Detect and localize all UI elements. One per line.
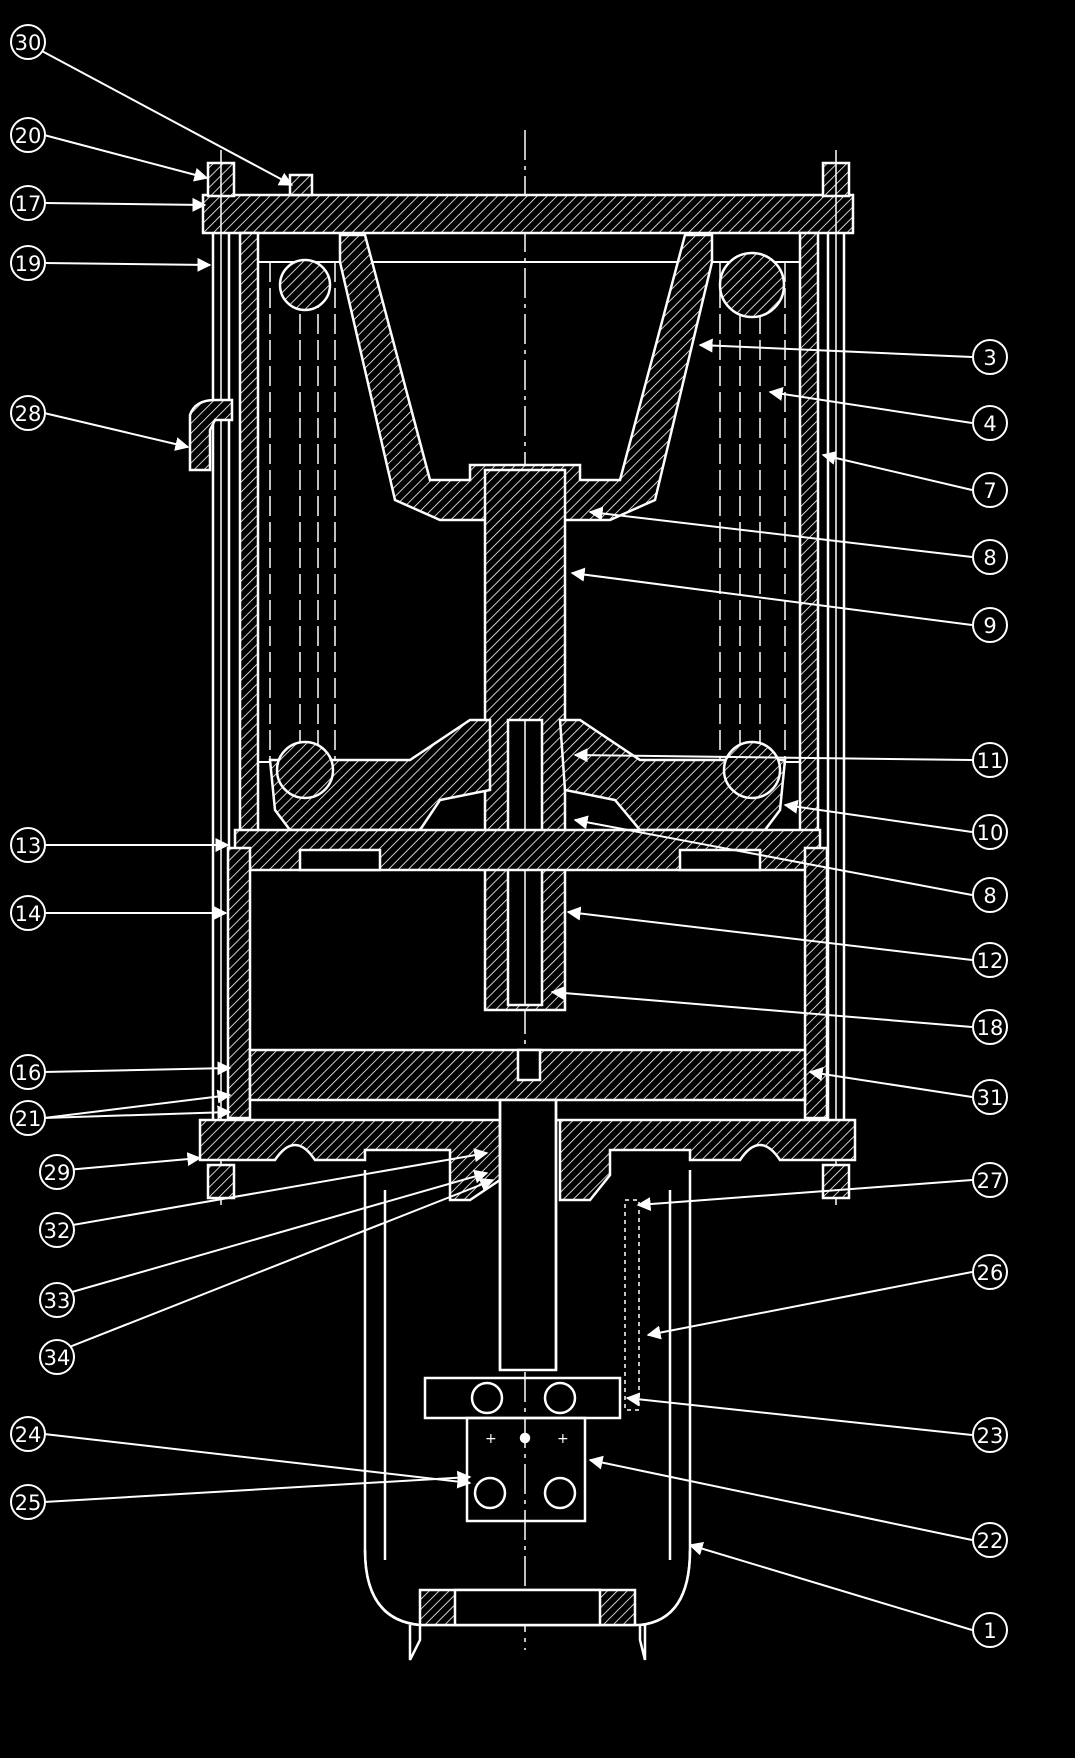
upper-spring-coil-left (278, 258, 332, 312)
callouts-left: 30 20 17 19 28 13 14 16 21 29 32 33 34 2… (10, 24, 75, 1520)
svg-text:21: 21 (15, 1107, 42, 1131)
lower-cylinder-wall-right (803, 846, 829, 1120)
callout-23: 23 (972, 1417, 1008, 1453)
breather-elbow (188, 398, 234, 472)
spring-cone-housing (338, 233, 714, 522)
callout-30: 30 (10, 24, 46, 60)
svg-text:23: 23 (977, 1424, 1004, 1448)
svg-text:34: 34 (44, 1346, 71, 1370)
callout-29: 29 (39, 1154, 75, 1190)
svg-text:12: 12 (977, 949, 1004, 973)
svg-text:7: 7 (983, 479, 996, 503)
callout-31: 31 (972, 1079, 1008, 1115)
svg-text:20: 20 (15, 124, 42, 148)
svg-text:24: 24 (15, 1423, 42, 1447)
callout-34: 34 (39, 1339, 75, 1375)
callout-16: 16 (10, 1054, 46, 1090)
svg-text:1: 1 (983, 1619, 996, 1643)
svg-text:29: 29 (44, 1161, 71, 1185)
svg-text:26: 26 (977, 1261, 1004, 1285)
actuator-stem (498, 1098, 558, 1372)
upper-spring-coil-right (718, 251, 786, 319)
stroke-indicator-scale (624, 1199, 640, 1411)
svg-text:19: 19 (15, 252, 42, 276)
callout-22: 22 (972, 1522, 1008, 1558)
callout-1: 1 (972, 1612, 1008, 1648)
callout-11: 11 (972, 742, 1008, 778)
lower-spring-coil-right (722, 740, 782, 800)
svg-text:3: 3 (983, 346, 996, 370)
svg-text:25: 25 (15, 1491, 42, 1515)
callout-27: 27 (972, 1162, 1008, 1198)
piston-right (558, 718, 787, 832)
callout-4: 4 (972, 405, 1008, 441)
svg-text:27: 27 (977, 1169, 1004, 1193)
svg-text:31: 31 (977, 1086, 1004, 1110)
callout-14: 14 (10, 895, 46, 931)
vent-plug (288, 173, 314, 197)
svg-text:22: 22 (977, 1529, 1004, 1553)
leader-lines (39, 49, 973, 1631)
callout-25: 25 (10, 1484, 46, 1520)
assembly-body: + + (188, 130, 857, 1661)
spring-left (269, 262, 336, 760)
svg-text:+: + (557, 1431, 569, 1447)
svg-text:8: 8 (983, 546, 996, 570)
callout-8-lower: 8 (972, 877, 1008, 913)
callout-26: 26 (972, 1254, 1008, 1290)
callouts-right: 3 4 7 8 9 11 10 8 12 18 31 27 26 23 22 1 (972, 339, 1008, 1648)
top-cover-plate (201, 193, 855, 235)
callout-33: 33 (39, 1282, 75, 1318)
callout-3: 3 (972, 339, 1008, 375)
svg-text:33: 33 (44, 1289, 71, 1313)
svg-text:+: + (485, 1431, 497, 1447)
lower-spring-coil-left (275, 740, 335, 800)
callout-9: 9 (972, 607, 1008, 643)
svg-text:18: 18 (977, 1016, 1004, 1040)
svg-text:14: 14 (15, 902, 42, 926)
callout-18: 18 (972, 1009, 1008, 1045)
svg-text:28: 28 (15, 402, 42, 426)
callout-12: 12 (972, 942, 1008, 978)
svg-text:10: 10 (977, 821, 1004, 845)
stem-connector-block (465, 1416, 587, 1523)
piston (268, 718, 492, 832)
svg-text:11: 11 (977, 749, 1004, 773)
svg-text:8: 8 (983, 884, 996, 908)
callout-28: 28 (10, 395, 46, 431)
lower-cylinder-wall-left (226, 846, 252, 1120)
svg-text:32: 32 (44, 1219, 71, 1243)
callout-24: 24 (10, 1416, 46, 1452)
callout-10: 10 (972, 814, 1008, 850)
base-flange (198, 1118, 857, 1202)
stem-connector-top (423, 1376, 622, 1420)
svg-text:13: 13 (15, 834, 42, 858)
svg-text:4: 4 (983, 412, 996, 436)
callout-13: 13 (10, 827, 46, 863)
svg-text:17: 17 (15, 192, 42, 216)
callout-20: 20 (10, 117, 46, 153)
callout-7: 7 (972, 472, 1008, 508)
upper-cylinder-wall-right (798, 231, 820, 835)
callout-32: 32 (39, 1212, 75, 1248)
callout-19: 19 (10, 245, 46, 281)
upper-cylinder-wall-left (238, 231, 260, 835)
callout-21: 21 (10, 1100, 46, 1136)
callout-17: 17 (10, 185, 46, 221)
svg-text:9: 9 (983, 614, 996, 638)
svg-text:16: 16 (15, 1061, 42, 1085)
callout-8-upper: 8 (972, 539, 1008, 575)
svg-text:30: 30 (15, 31, 42, 55)
tie-rod-left (206, 150, 236, 1205)
spring-right (719, 262, 786, 760)
